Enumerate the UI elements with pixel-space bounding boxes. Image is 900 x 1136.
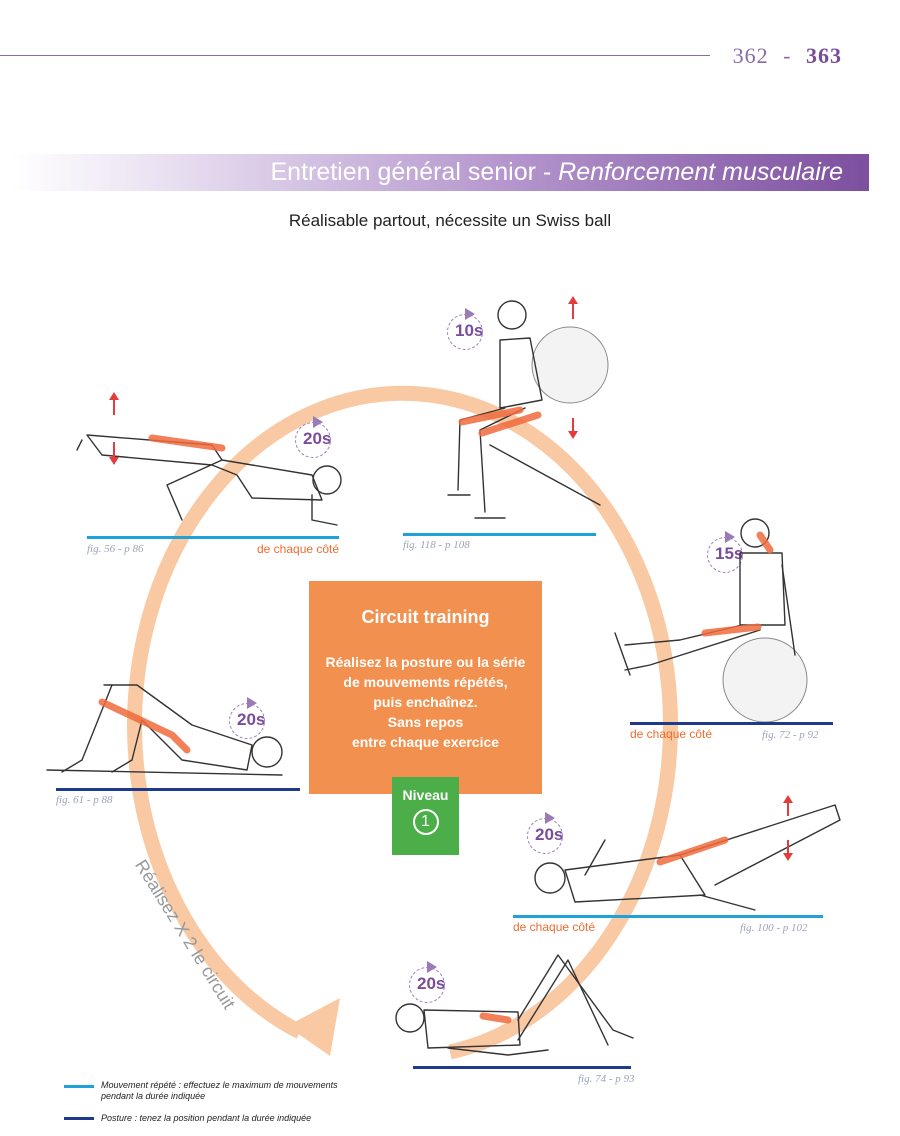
- legend-posture-swatch: [64, 1117, 94, 1120]
- exercise-2-line: [630, 722, 833, 725]
- exercise-4-figure: [395, 954, 634, 1056]
- page-number-left: 362: [732, 43, 769, 68]
- exercise-6-side-note: de chaque côté: [257, 542, 340, 556]
- exercise-3-fig-ref: fig. 100 - p 102: [740, 922, 808, 934]
- timer-exercise-5: 20s: [229, 697, 273, 739]
- exercise-6-figure: [76, 434, 342, 526]
- level-badge: Niveau 1: [392, 777, 459, 855]
- exercise-5-duration: 20s: [237, 710, 266, 729]
- exercise-4-fig-ref: fig. 74 - p 93: [578, 1073, 635, 1085]
- legend-repeat-line-1: Mouvement répété : effectuez le maximum …: [101, 1080, 338, 1090]
- exercise-2-side-note: de chaque côté: [630, 727, 713, 741]
- legend-repeat-line-2: pendant la durée indiquée: [101, 1091, 206, 1101]
- legend-posture-text: Posture : tenez la position pendant la d…: [101, 1113, 312, 1123]
- exercise-6-fig-ref: fig. 56 - p 86: [87, 543, 144, 555]
- header-rule: [0, 55, 710, 56]
- exercise-6-line: [87, 536, 339, 539]
- instruction-line: Réalisez la posture ou la série: [325, 654, 526, 670]
- exercise-5-figure: [46, 684, 283, 776]
- level-number: 1: [412, 809, 439, 835]
- instruction-line: de mouvements répétés,: [343, 674, 508, 690]
- title-banner: Entretien général senior - Renforcement …: [12, 154, 869, 191]
- timer-exercise-2: 15s: [707, 531, 751, 573]
- instruction-line: Sans repos: [387, 714, 464, 730]
- timer-exercise-4: 20s: [409, 961, 453, 1003]
- page-subtitle: Réalisable partout, nécessite un Swiss b…: [288, 211, 612, 230]
- timer-exercise-1: 10s: [447, 308, 491, 350]
- title-regular: Entretien général senior -: [270, 158, 559, 186]
- exercise-3-line: [513, 915, 823, 918]
- exercise-5-line: [56, 788, 300, 791]
- exercise-1-duration: 10s: [455, 321, 484, 340]
- instruction-line: puis enchaînez.: [373, 694, 478, 710]
- circuit-arrowhead: [287, 998, 340, 1056]
- circuit-training-box: Circuit training Réalisez la posture ou …: [309, 581, 542, 794]
- title-italic: Renforcement musculaire: [558, 158, 843, 186]
- exercise-3-side-note: de chaque côté: [513, 920, 596, 934]
- timer-arrow-icon: [427, 961, 437, 973]
- exercise-2-duration: 15s: [715, 544, 744, 563]
- exercise-1-line: [403, 533, 596, 536]
- level-label: Niveau: [402, 787, 449, 803]
- page-numbers: 362 - 363: [733, 43, 842, 69]
- timer-exercise-6: 20s: [295, 416, 339, 458]
- timer-arrow-icon: [545, 812, 555, 824]
- timer-arrow-icon: [313, 416, 323, 428]
- timer-exercise-3: 20s: [527, 812, 571, 854]
- exercise-4-duration: 20s: [417, 974, 446, 993]
- page-title: Entretien général senior - Renforcement …: [270, 158, 843, 187]
- timer-arrow-icon: [247, 697, 257, 709]
- exercise-2-figure: [614, 518, 808, 723]
- exercise-5-fig-ref: fig. 61 - p 88: [56, 794, 113, 806]
- exercise-3-figure: [534, 804, 841, 911]
- exercise-1-fig-ref: fig. 118 - p 108: [403, 539, 470, 551]
- timer-arrow-icon: [725, 531, 735, 543]
- exercise-1-figure: [447, 300, 609, 519]
- exercise-3-duration: 20s: [535, 825, 564, 844]
- legend-repeat-text: Mouvement répété : effectuez le maximum …: [101, 1080, 338, 1102]
- exercise-6-duration: 20s: [303, 429, 332, 448]
- page-separator: -: [783, 43, 792, 68]
- page-number-right: 363: [806, 43, 842, 68]
- instruction-line: entre chaque exercice: [351, 734, 500, 750]
- exercise-2-fig-ref: fig. 72 - p 92: [762, 729, 819, 741]
- circuit-instructions: Réalisez la posture ou la série de mouve…: [309, 652, 542, 752]
- exercise-4-line: [413, 1066, 631, 1069]
- timer-arrow-icon: [465, 308, 475, 320]
- circuit-ring-path: [127, 385, 678, 1060]
- legend-repeat-swatch: [64, 1085, 94, 1088]
- circuit-title: Circuit training: [361, 607, 490, 627]
